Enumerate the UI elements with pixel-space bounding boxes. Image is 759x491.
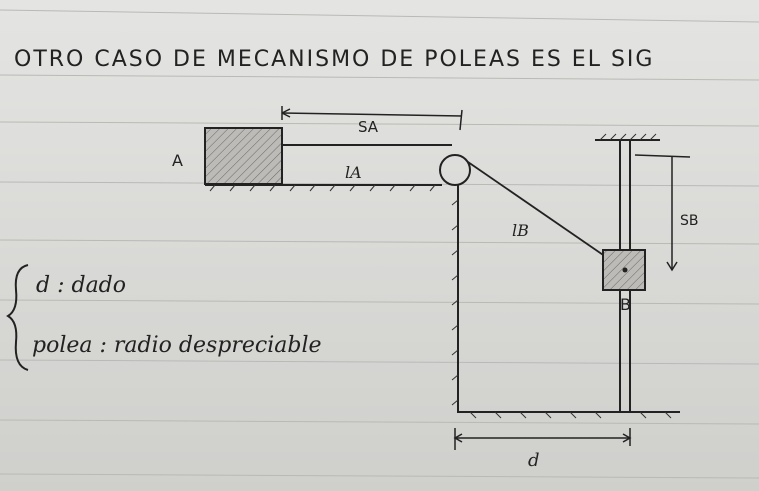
- note-d: d : dado: [36, 273, 126, 298]
- l-a-label: lA: [345, 163, 362, 182]
- note-pulley: polea : radio despreciable: [32, 333, 322, 358]
- s-b-label: SB: [680, 213, 699, 229]
- block-b-label: B: [620, 295, 631, 314]
- ceiling-hatching: [599, 133, 657, 141]
- surface-hatching: [209, 184, 436, 192]
- s-a-dimension: [281, 106, 463, 131]
- pulley: [439, 154, 471, 186]
- wall-and-floor: [457, 185, 680, 413]
- brace: [6, 264, 29, 371]
- block-a-label: A: [172, 151, 183, 170]
- s-a-label: SA: [358, 118, 379, 136]
- d-dimension: [453, 428, 632, 450]
- wall-hatching: [451, 199, 672, 419]
- ruled-lines: [0, 9, 759, 479]
- block-b-center: [622, 267, 628, 273]
- l-b-label: lB: [512, 221, 529, 240]
- d-label: d: [528, 450, 540, 471]
- page-title: OTRO CASO DE MECANISMO DE POLEAS ES EL S…: [14, 47, 654, 72]
- rope-b: [467, 161, 626, 271]
- s-b-dimension: [634, 154, 691, 272]
- block-a: [204, 127, 283, 185]
